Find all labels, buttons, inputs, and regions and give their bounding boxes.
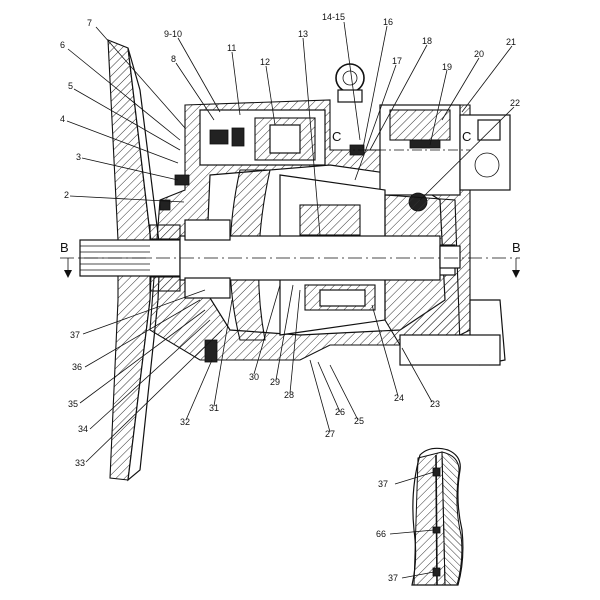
callout-6: 6	[60, 40, 65, 50]
callout-14-15: 14-15	[322, 12, 345, 22]
callout-9-10: 9-10	[164, 29, 182, 39]
section-label-b-left: B	[60, 240, 69, 255]
callout-32: 32	[180, 417, 190, 427]
callout-26: 26	[335, 407, 345, 417]
callout-25: 25	[354, 416, 364, 426]
callout-18: 18	[422, 36, 432, 46]
callout-7: 7	[87, 18, 92, 28]
callout-20: 20	[474, 49, 484, 59]
callout-22: 22	[510, 98, 520, 108]
callout-27: 27	[325, 429, 335, 439]
section-line-c: C C	[332, 129, 471, 151]
callout-3: 3	[76, 152, 81, 162]
callout-24: 24	[394, 393, 404, 403]
callout-16: 16	[383, 17, 393, 27]
leader-lines	[66, 21, 515, 463]
callout-8: 8	[171, 54, 176, 64]
callout-labels: 7 6 9-10 8 11 12 13 14-15 16 17 18 19 20…	[60, 12, 520, 468]
callout-35: 35	[68, 399, 78, 409]
front-bearing	[149, 174, 231, 363]
callout-2: 2	[64, 190, 69, 200]
callout-11: 11	[227, 43, 236, 53]
callout-13: 13	[298, 29, 308, 39]
callout-4: 4	[60, 114, 65, 124]
section-label-c-left: C	[332, 129, 341, 144]
callout-12: 12	[260, 57, 270, 67]
top-valve-block	[199, 109, 326, 166]
callout-37: 37	[70, 330, 80, 340]
callout-5: 5	[68, 81, 73, 91]
callout-28: 28	[284, 390, 294, 400]
section-line-b: B B	[60, 240, 521, 278]
callout-36: 36	[72, 362, 82, 372]
detail-callout-37-top: 37	[378, 479, 388, 489]
callout-23: 23	[430, 399, 440, 409]
detail-view: 37 66 37	[376, 447, 464, 586]
section-label-c-right: C	[462, 129, 471, 144]
callout-19: 19	[442, 62, 452, 72]
detail-callout-37-bottom: 37	[388, 573, 398, 583]
callout-30: 30	[249, 372, 259, 382]
callout-29: 29	[270, 377, 280, 387]
detail-callout-66: 66	[376, 529, 386, 539]
callout-17: 17	[392, 56, 402, 66]
callout-34: 34	[78, 424, 88, 434]
callout-33: 33	[75, 458, 85, 468]
callout-21: 21	[506, 37, 516, 47]
section-label-b-right: B	[512, 240, 521, 255]
lifting-eye	[335, 63, 365, 103]
callout-31: 31	[209, 403, 219, 413]
